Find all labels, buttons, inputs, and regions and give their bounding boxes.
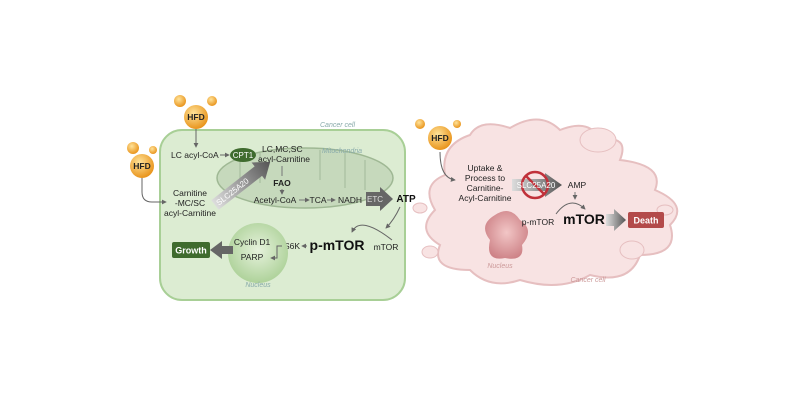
- mitochondria-label: Mitochondria: [322, 148, 362, 155]
- lc-acyl-coa: LC acyl-CoA: [171, 150, 219, 160]
- nucleus: [228, 223, 288, 283]
- svg-text:AMP: AMP: [568, 180, 587, 190]
- hfd-left: HFD: [127, 142, 157, 178]
- right-nucleus: [485, 211, 529, 259]
- svg-text:Nucleus: Nucleus: [245, 282, 271, 289]
- svg-text:Process to: Process to: [465, 173, 505, 183]
- svg-text:Acetyl-CoA: Acetyl-CoA: [254, 195, 297, 205]
- svg-text:LC,MC,SC: LC,MC,SC: [262, 144, 303, 154]
- svg-text:PARP: PARP: [241, 252, 264, 262]
- death-box: [628, 212, 664, 228]
- svg-text:Acyl-Carnitine: Acyl-Carnitine: [459, 193, 512, 203]
- svg-text:S6K: S6K: [284, 241, 300, 251]
- fao: FAO: [273, 178, 291, 188]
- cell-label: Cancer cell: [320, 122, 355, 129]
- svg-text:acyl-Carnitine: acyl-Carnitine: [164, 208, 216, 218]
- svg-text:-MC/SC: -MC/SC: [175, 198, 205, 208]
- svg-text:Death: Death: [633, 216, 658, 226]
- svg-text:Nucleus: Nucleus: [487, 263, 513, 270]
- atp: ATP: [396, 194, 416, 205]
- svg-text:Cyclin D1: Cyclin D1: [234, 237, 271, 247]
- growth-box: [172, 242, 210, 258]
- svg-text:NADH: NADH: [338, 195, 362, 205]
- svg-text:acyl-Carnitine: acyl-Carnitine: [258, 154, 310, 164]
- left-cancer-cell: Cancer cell Mitochondria HFD HFD LC acyl…: [127, 95, 416, 301]
- p-mtor: p-mTOR: [310, 237, 365, 253]
- svg-text:HFD: HFD: [431, 133, 448, 143]
- hfd-right: HFD: [415, 119, 461, 150]
- svg-text:Cancer cell: Cancer cell: [570, 277, 605, 284]
- svg-text:mTOR: mTOR: [374, 242, 399, 252]
- cpt1-oval: [230, 148, 256, 162]
- cpt1: CPT1: [233, 151, 254, 160]
- svg-text:Carnitine: Carnitine: [173, 188, 207, 198]
- svg-text:ETC: ETC: [367, 195, 383, 204]
- svg-text:p-mTOR: p-mTOR: [522, 217, 554, 227]
- svg-text:Growth: Growth: [175, 246, 207, 256]
- svg-text:SLC25A20: SLC25A20: [517, 181, 556, 190]
- svg-text:Uptake &: Uptake &: [468, 163, 503, 173]
- mtor: mTOR: [563, 211, 605, 227]
- etc-arrow: [366, 187, 393, 211]
- svg-text:HFD: HFD: [133, 161, 150, 171]
- svg-text:Carnitine-: Carnitine-: [467, 183, 504, 193]
- prohibited-icon: [520, 170, 550, 200]
- hfd-top: HFD: [174, 95, 217, 129]
- svg-text:HFD: HFD: [187, 112, 204, 122]
- svg-text:TCA: TCA: [310, 195, 327, 205]
- right-cancer-cell: Nucleus Cancer cell HFD Uptake & Process…: [412, 118, 679, 286]
